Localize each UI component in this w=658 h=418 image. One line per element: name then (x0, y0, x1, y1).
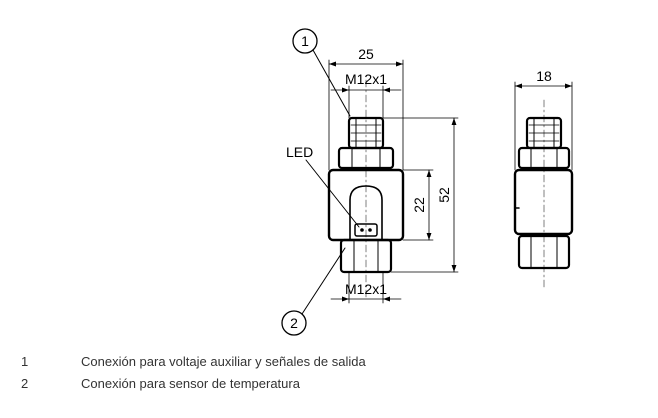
dim-thread-bottom-label: M12x1 (345, 281, 387, 297)
dim-width-side-label: 18 (536, 68, 552, 84)
led-leader (305, 159, 360, 228)
legend-text: Conexión para sensor de temperatura (81, 376, 300, 391)
dim-thread-bottom (330, 271, 402, 304)
legend-item-2: 2 Conexión para sensor de temperatura (0, 372, 658, 394)
dim-width-side (514, 81, 573, 171)
technical-drawing: 25 M12x1 M12x1 18 22 52 LED 1 2 (281, 28, 574, 336)
callout-1 (292, 28, 351, 117)
legend-text: Conexión para voltaje auxiliar y señales… (81, 354, 366, 369)
dim-height-body-label: 22 (411, 197, 427, 213)
callout-1-number: 1 (301, 33, 309, 49)
dim-thread-top (330, 85, 402, 119)
legend-number: 2 (21, 376, 29, 391)
front-view (281, 28, 459, 336)
dim-width-front-label: 25 (358, 46, 374, 62)
dim-height-body (402, 169, 434, 241)
legend-item-1: 1 Conexión para voltaje auxiliar y señal… (0, 350, 658, 372)
dim-thread-top-label: M12x1 (345, 71, 387, 87)
side-housing-body (513, 168, 574, 236)
led-label: LED (286, 144, 313, 160)
dim-height-total-label: 52 (436, 187, 452, 203)
callout-2 (281, 247, 346, 336)
legend-number: 1 (21, 354, 29, 369)
dim-height-total (382, 117, 459, 273)
legend: 1 Conexión para voltaje auxiliar y señal… (0, 350, 658, 394)
callout-2-number: 2 (290, 315, 298, 331)
side-view (513, 81, 574, 291)
top-hex-nut (337, 146, 395, 170)
